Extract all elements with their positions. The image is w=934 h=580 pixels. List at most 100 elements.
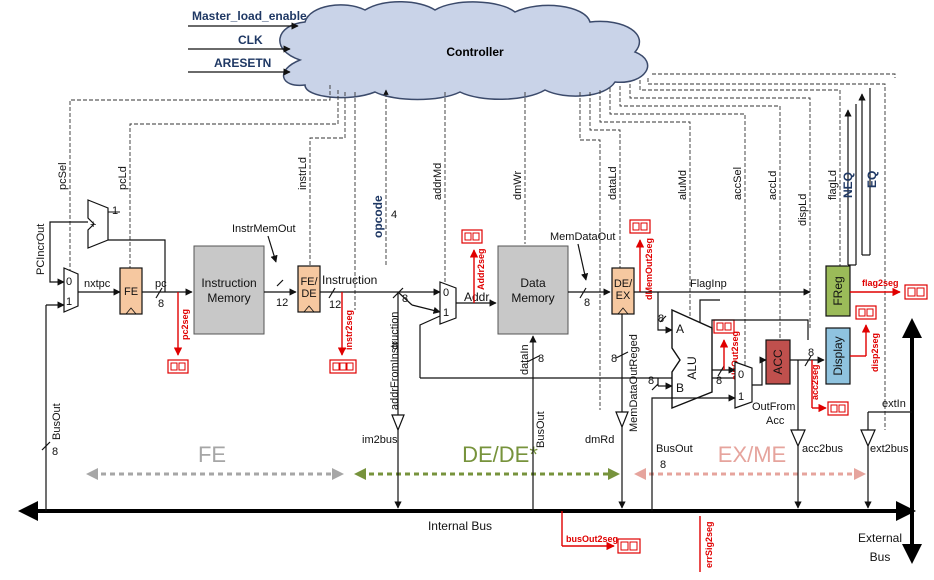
controller-title: Controller <box>446 45 504 59</box>
wire-instrmemout: InstrMemOut <box>232 223 296 235</box>
fe-register: FE <box>119 267 143 315</box>
wire-pc: pc <box>155 278 167 290</box>
pcincrout-wire <box>49 221 121 296</box>
width-instrmem: 12 <box>276 297 288 309</box>
width-alu-a: 8 <box>658 313 664 325</box>
stage-dede-label: DE/DE* <box>462 442 538 467</box>
seg-addr2seg: Addr2seg <box>476 248 486 290</box>
instr2seg-output: instr2seg <box>329 292 357 374</box>
addr-mux-0: 0 <box>443 287 449 299</box>
acc-register-label: ACC <box>771 349 785 375</box>
fe-de-line2: DE <box>301 288 316 300</box>
de-ex-line1: DE/ <box>614 278 633 290</box>
flag-register: FReg <box>825 265 851 317</box>
label-dmwr: dmWr <box>512 171 524 200</box>
alu-inputs <box>651 315 736 391</box>
seg-flag2seg: flag2seg <box>862 278 899 288</box>
width-memdataoutreged: 8 <box>611 353 617 365</box>
internal-bus: Internal Bus <box>18 501 916 533</box>
label-eq: EQ <box>865 171 879 188</box>
input-clk: CLK <box>238 33 263 47</box>
label-accsel: accSel <box>732 167 744 200</box>
pc-incrementer: + 1 <box>87 199 120 249</box>
incrementer-one: 1 <box>112 205 118 217</box>
buffer-dmrd: dmRd <box>585 434 614 446</box>
stage-fe: FE <box>86 442 344 480</box>
wire-instruction: Instruction <box>322 273 377 287</box>
input-master-load-enable: Master_load_enable <box>192 9 307 23</box>
label-flagld: flagLd <box>827 170 839 200</box>
disp2seg-output: disp2seg <box>850 305 880 372</box>
acc-mux-1: 1 <box>738 391 744 403</box>
seg-aluout2seg: aluOut2seg <box>730 331 740 380</box>
addr2seg-output: Addr2seg <box>461 229 486 303</box>
label-datald: dataLd <box>607 166 619 200</box>
acc-mux-wires <box>651 356 767 511</box>
wire-busout-ex: BusOut <box>656 443 693 455</box>
display-register-label: Display <box>831 336 845 375</box>
alu-label: ALU <box>685 356 699 379</box>
wire-extin: extIn <box>882 398 906 410</box>
accout-wire <box>711 319 825 430</box>
label-accld: accLd <box>767 171 779 200</box>
data-mem-line1: Data <box>520 276 546 290</box>
width-addrsel: 8 <box>402 293 408 305</box>
wire-flaginp: FlagInp <box>690 278 727 290</box>
width-busout-fe: 8 <box>52 446 58 458</box>
width-busout-ex: 8 <box>660 459 666 471</box>
stage-exme-label: EX/ME <box>718 442 786 467</box>
input-aresetn: ARESETN <box>214 56 271 70</box>
wire-memdataoutreged: MemDataOutReged <box>628 334 640 432</box>
pc-mux: 0 1 <box>63 267 79 313</box>
acc-register: ACC <box>765 339 791 385</box>
wire-nxtpc: nxtpc <box>84 278 111 290</box>
wire-addr: Addr. <box>464 290 492 304</box>
flag-feedback-lines <box>844 88 871 266</box>
wire-pcincrout: PCIncrOut <box>35 224 47 275</box>
label-neq: NEQ <box>841 172 855 198</box>
dmrd-buffer: dmRd <box>585 411 629 509</box>
stage-fe-label: FE <box>198 442 226 467</box>
width-alu-b: 8 <box>648 375 654 387</box>
pc-wire <box>108 239 193 299</box>
pc-mux-0: 0 <box>66 276 72 288</box>
buffer-ext2bus: ext2bus <box>870 443 909 455</box>
label-instrld: instrLd <box>297 157 309 190</box>
seg-disp2seg: disp2seg <box>870 333 880 372</box>
instruction-memory: Instruction Memory <box>193 245 265 335</box>
pc2seg-output: pc2seg <box>167 292 190 374</box>
controller-inputs: Master_load_enable CLK ARESETN <box>188 9 307 76</box>
alu-a: A <box>676 322 684 336</box>
alu-block: ALU A B <box>671 308 713 410</box>
memdataout-wire <box>568 243 611 299</box>
de-ex-register: DE/ EX <box>611 267 635 315</box>
seg-busout2seg: busOut2seg <box>566 534 618 544</box>
data-memory: Data Memory <box>497 245 569 335</box>
buffer-acc2bus: acc2bus <box>802 443 843 455</box>
control-signal-labels: pcSel pcLd instrLd opcode addrMd dmWr da… <box>57 157 879 238</box>
wire-busout-dm: BusOut <box>535 411 547 448</box>
addr-mux: 0 1 <box>439 281 457 325</box>
external-bus-label-2: Bus <box>870 550 891 564</box>
width-datain: 8 <box>538 353 544 365</box>
external-bus-label-1: External <box>858 531 902 545</box>
seg-dmemout2seg: dMemOut2seg <box>644 238 654 300</box>
data-mem-line2: Memory <box>511 291 554 305</box>
label-pcsel: pcSel <box>57 162 69 190</box>
wire-memdataout: MemDataOut <box>550 231 615 243</box>
wire-outfromacc-2: Acc <box>766 415 785 427</box>
busout2seg-output: busOut2seg <box>561 511 641 554</box>
seg-instr2seg: instr2seg <box>344 310 354 350</box>
de-ex-line2: EX <box>616 290 631 302</box>
instrmemout-wire <box>264 235 297 296</box>
external-bus: External Bus <box>858 318 922 564</box>
label-displd: dispLd <box>797 194 809 226</box>
width-pc: 8 <box>158 298 164 310</box>
dmemout2seg-output: dMemOut2seg <box>629 219 654 300</box>
memdataoutreged-wire <box>615 288 811 412</box>
display-register: Display <box>825 327 851 385</box>
instr-mem-line2: Memory <box>207 291 250 305</box>
width-opcode: 4 <box>391 209 397 221</box>
width-addrfrominstr: 8 <box>392 340 398 352</box>
